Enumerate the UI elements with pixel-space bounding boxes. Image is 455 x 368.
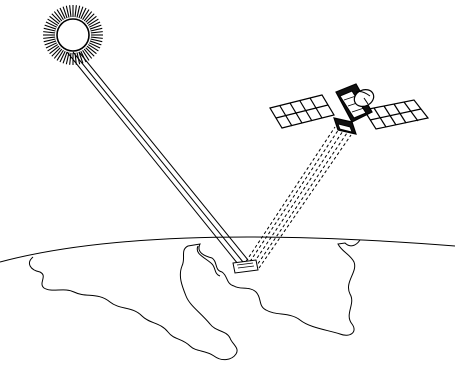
solar-ray-3 xyxy=(79,52,248,260)
sun-icon xyxy=(43,5,103,65)
reflected-ray-5 xyxy=(259,135,351,268)
earth-horizon xyxy=(0,237,455,262)
reflected-ray-4 xyxy=(255,133,347,268)
solar-ray-1 xyxy=(67,52,238,264)
satellite-icon xyxy=(270,84,428,134)
sun-ray xyxy=(70,53,71,65)
right-solar-panel xyxy=(364,100,428,129)
solar-ray-2 xyxy=(73,52,243,262)
sun-ray xyxy=(91,32,103,33)
sun-ray xyxy=(43,32,55,33)
landmass xyxy=(29,240,360,360)
reflected-signal xyxy=(243,127,351,268)
reflected-ray-1 xyxy=(243,127,335,266)
left-solar-panel xyxy=(270,95,334,128)
reflected-ray-2 xyxy=(247,129,339,266)
sun-ray xyxy=(75,5,76,17)
coastline-detail xyxy=(197,246,220,276)
sun-ray xyxy=(43,37,55,38)
reflected-ray-3 xyxy=(251,131,343,267)
sun-ray xyxy=(91,37,103,38)
sun-ray xyxy=(70,5,71,17)
sun-disc xyxy=(57,19,89,51)
solar-beam xyxy=(67,52,248,264)
